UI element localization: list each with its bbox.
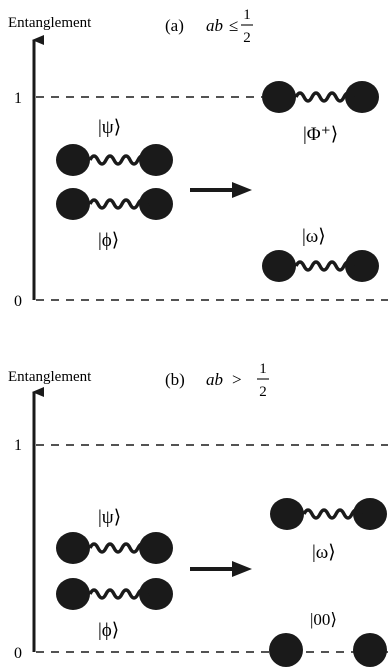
y-axis-label: Entanglement (8, 15, 92, 31)
condition-operator: > (232, 370, 242, 389)
dimer-omega (270, 498, 387, 530)
panel-a: Entanglement (a) ab ≤ 1 2 1 0 |ψ⟩ |ϕ⟩ (8, 7, 388, 310)
condition-denominator: 2 (259, 384, 267, 400)
ket-omega: |ω⟩ (302, 226, 326, 247)
panel-tag: (b) (165, 370, 185, 389)
ket-omega: |ω⟩ (312, 542, 336, 563)
tick-1: 1 (14, 437, 22, 454)
dimer-psi (56, 532, 173, 564)
dimer-omega (262, 250, 379, 282)
tick-0: 0 (14, 293, 22, 310)
condition-numerator: 1 (259, 361, 267, 377)
tick-0: 0 (14, 645, 22, 662)
condition-operator: ≤ (229, 16, 238, 35)
dimer-phi (56, 188, 173, 220)
separable-pair (269, 633, 387, 667)
y-axis-label: Entanglement (8, 369, 92, 385)
ket-phi: |ϕ⟩ (98, 230, 119, 251)
transform-arrow (190, 561, 252, 577)
dimer-psi (56, 144, 173, 176)
panel-tag: (a) (165, 16, 184, 35)
condition-variable: ab (206, 370, 223, 389)
panel-b: Entanglement (b) ab > 1 2 1 0 |ψ⟩ |ϕ⟩ (8, 361, 388, 667)
condition-numerator: 1 (243, 7, 251, 23)
ket-00: |00⟩ (310, 610, 337, 629)
dimer-phi-plus (262, 81, 379, 113)
tick-1: 1 (14, 90, 22, 107)
ket-psi: |ψ⟩ (98, 507, 121, 528)
transform-arrow (190, 182, 252, 198)
ket-phi-plus: |Φ⁺⟩ (303, 124, 338, 145)
dimer-phi (56, 578, 173, 610)
condition-denominator: 2 (243, 30, 251, 46)
ket-phi: |ϕ⟩ (98, 620, 119, 641)
condition-variable: ab (206, 16, 223, 35)
ket-psi: |ψ⟩ (98, 117, 121, 138)
